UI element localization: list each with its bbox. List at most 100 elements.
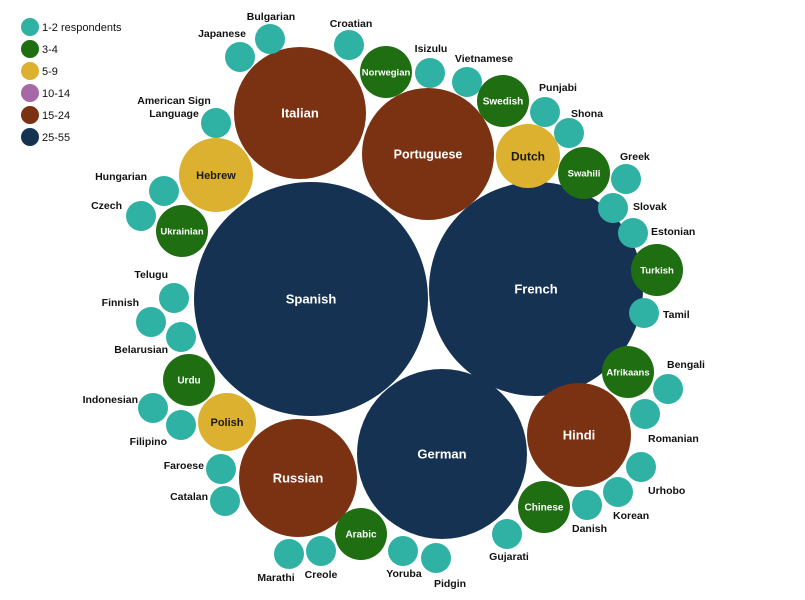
bubble-circle-belarusian[interactable]	[166, 322, 196, 352]
bubble-yoruba[interactable]: Yoruba	[386, 536, 422, 580]
bubble-circle-italian[interactable]	[234, 47, 366, 179]
bubble-croatian[interactable]: Croatian	[330, 18, 373, 60]
bubble-creole[interactable]: Creole	[305, 536, 338, 581]
bubble-german[interactable]: German	[357, 369, 527, 539]
bubble-tamil[interactable]: Tamil	[629, 298, 690, 328]
bubble-turkish[interactable]: Turkish	[631, 244, 683, 296]
bubble-circle-romanian[interactable]	[630, 399, 660, 429]
bubble-norwegian[interactable]: Norwegian	[360, 46, 412, 98]
bubble-swedish[interactable]: Swedish	[477, 75, 529, 127]
bubble-vietnamese[interactable]: Vietnamese	[452, 53, 513, 97]
bubble-finnish[interactable]: Finnish	[102, 297, 166, 337]
bubble-circle-japanese[interactable]	[225, 42, 255, 72]
bubble-circle-punjabi[interactable]	[530, 97, 560, 127]
bubble-marathi[interactable]: Marathi	[257, 539, 304, 584]
bubble-circle-filipino[interactable]	[166, 410, 196, 440]
bubble-circle-dutch[interactable]	[496, 124, 560, 188]
bubble-circle-afrikaans[interactable]	[602, 346, 654, 398]
bubble-italian[interactable]: Italian	[234, 47, 366, 179]
bubble-belarusian[interactable]: Belarusian	[114, 322, 196, 356]
bubble-circle-urdu[interactable]	[163, 354, 215, 406]
bubble-greek[interactable]: Greek	[611, 151, 650, 194]
bubble-circle-gujarati[interactable]	[492, 519, 522, 549]
bubble-polish[interactable]: Polish	[198, 393, 256, 451]
bubble-circle-shona[interactable]	[554, 118, 584, 148]
bubble-circle-hungarian[interactable]	[149, 176, 179, 206]
bubble-portuguese[interactable]: Portuguese	[362, 88, 494, 220]
bubble-circle-pidgin[interactable]	[421, 543, 451, 573]
bubble-spanish[interactable]: Spanish	[194, 182, 428, 416]
bubble-shona[interactable]: Shona	[554, 108, 603, 148]
bubble-hungarian[interactable]: Hungarian	[95, 171, 179, 206]
bubble-swahili[interactable]: Swahili	[558, 147, 610, 199]
bubble-circle-tamil[interactable]	[629, 298, 659, 328]
bubble-circle-indonesian[interactable]	[138, 393, 168, 423]
bubble-circle-marathi[interactable]	[274, 539, 304, 569]
bubble-circle-finnish[interactable]	[136, 307, 166, 337]
bubble-french[interactable]: French	[429, 182, 643, 396]
bubble-faroese[interactable]: Faroese	[164, 454, 236, 484]
bubble-arabic[interactable]: Arabic	[335, 508, 387, 560]
bubble-circle-russian[interactable]	[239, 419, 357, 537]
bubble-czech[interactable]: Czech	[91, 200, 156, 231]
bubble-circle-danish[interactable]	[572, 490, 602, 520]
bubble-circle-hindi[interactable]	[527, 383, 631, 487]
bubble-circle-catalan[interactable]	[210, 486, 240, 516]
bubble-circle-hebrew[interactable]	[179, 138, 253, 212]
bubble-indonesian[interactable]: Indonesian	[83, 393, 168, 423]
bubble-circle-urhobo[interactable]	[626, 452, 656, 482]
bubble-slovak[interactable]: Slovak	[598, 193, 667, 223]
bubble-circle-bengali[interactable]	[653, 374, 683, 404]
bubble-circle-polish[interactable]	[198, 393, 256, 451]
bubble-bengali[interactable]: Bengali	[653, 359, 705, 404]
bubble-urdu[interactable]: Urdu	[163, 354, 215, 406]
bubble-circle-faroese[interactable]	[206, 454, 236, 484]
bubble-circle-german[interactable]	[357, 369, 527, 539]
bubble-russian[interactable]: Russian	[239, 419, 357, 537]
bubble-circle-ukrainian[interactable]	[156, 205, 208, 257]
bubble-circle-estonian[interactable]	[618, 218, 648, 248]
bubble-filipino[interactable]: Filipino	[130, 410, 196, 448]
bubble-circle-czech[interactable]	[126, 201, 156, 231]
bubble-circle-chinese[interactable]	[518, 481, 570, 533]
bubble-circle-norwegian[interactable]	[360, 46, 412, 98]
bubble-pidgin[interactable]: Pidgin	[421, 543, 466, 590]
bubble-circle-spanish[interactable]	[194, 182, 428, 416]
bubble-hebrew[interactable]: Hebrew	[179, 138, 253, 212]
bubble-afrikaans[interactable]: Afrikaans	[602, 346, 654, 398]
bubble-telugu[interactable]: Telugu	[134, 269, 189, 313]
bubble-circle-korean[interactable]	[603, 477, 633, 507]
bubble-japanese[interactable]: Japanese	[198, 28, 255, 72]
bubble-circle-swedish[interactable]	[477, 75, 529, 127]
bubble-punjabi[interactable]: Punjabi	[530, 82, 577, 127]
bubble-catalan[interactable]: Catalan	[170, 486, 240, 516]
bubble-gujarati[interactable]: Gujarati	[489, 519, 529, 563]
bubble-danish[interactable]: Danish	[572, 490, 607, 535]
bubble-circle-vietnamese[interactable]	[452, 67, 482, 97]
bubble-korean[interactable]: Korean	[603, 477, 649, 522]
bubble-circle-telugu[interactable]	[159, 283, 189, 313]
bubble-hindi[interactable]: Hindi	[527, 383, 631, 487]
bubble-circle-arabic[interactable]	[335, 508, 387, 560]
bubble-circle-greek[interactable]	[611, 164, 641, 194]
bubble-circle-american-sign-language[interactable]	[201, 108, 231, 138]
bubble-bulgarian[interactable]: Bulgarian	[247, 11, 295, 54]
bubble-circle-creole[interactable]	[306, 536, 336, 566]
bubble-circle-yoruba[interactable]	[388, 536, 418, 566]
bubble-circle-portuguese[interactable]	[362, 88, 494, 220]
bubble-circle-turkish[interactable]	[631, 244, 683, 296]
bubble-urhobo[interactable]: Urhobo	[626, 452, 685, 497]
bubble-isizulu[interactable]: Isizulu	[415, 43, 448, 88]
bubble-circle-slovak[interactable]	[598, 193, 628, 223]
bubble-circle-french[interactable]	[429, 182, 643, 396]
bubble-circle-swahili[interactable]	[558, 147, 610, 199]
bubble-dutch[interactable]: Dutch	[496, 124, 560, 188]
bubble-romanian[interactable]: Romanian	[630, 399, 699, 445]
bubble-ukrainian[interactable]: Ukrainian	[156, 205, 208, 257]
bubble-estonian[interactable]: Estonian	[618, 218, 695, 248]
bubble-circle-croatian[interactable]	[334, 30, 364, 60]
bubble-circle-bulgarian[interactable]	[255, 24, 285, 54]
bubble-circle-isizulu[interactable]	[415, 58, 445, 88]
bubble-chinese[interactable]: Chinese	[518, 481, 570, 533]
